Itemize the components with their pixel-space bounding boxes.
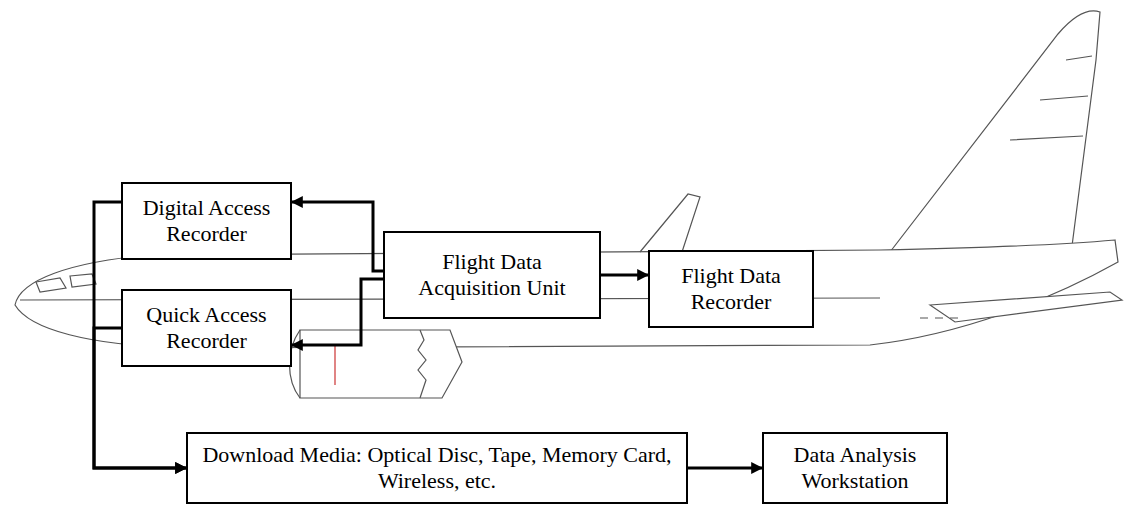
box-label: Flight Data Recorder: [658, 263, 804, 316]
box-label: Quick Access Recorder: [131, 302, 282, 355]
box-label: Digital Access Recorder: [131, 195, 282, 248]
recorder-box: Digital Access Recorder: [121, 182, 292, 260]
recorder-box: Flight Data Recorder: [648, 250, 814, 328]
recorder-box: Quick Access Recorder: [121, 289, 292, 367]
workstation-box: Data Analysis Workstation: [762, 432, 948, 504]
arrow-connector: [292, 279, 383, 345]
acquisition-unit-box: Flight Data Acquisition Unit: [383, 231, 601, 319]
box-label: Flight Data Acquisition Unit: [393, 249, 591, 302]
download-media-box: Download Media: Optical Disc, Tape, Memo…: [186, 432, 688, 504]
arrow-connector: [601, 274, 648, 277]
arrow-connector: [292, 202, 383, 271]
box-label: Download Media: Optical Disc, Tape, Memo…: [196, 442, 678, 495]
arrow-connector: [688, 467, 762, 470]
box-label: Data Analysis Workstation: [772, 442, 938, 495]
